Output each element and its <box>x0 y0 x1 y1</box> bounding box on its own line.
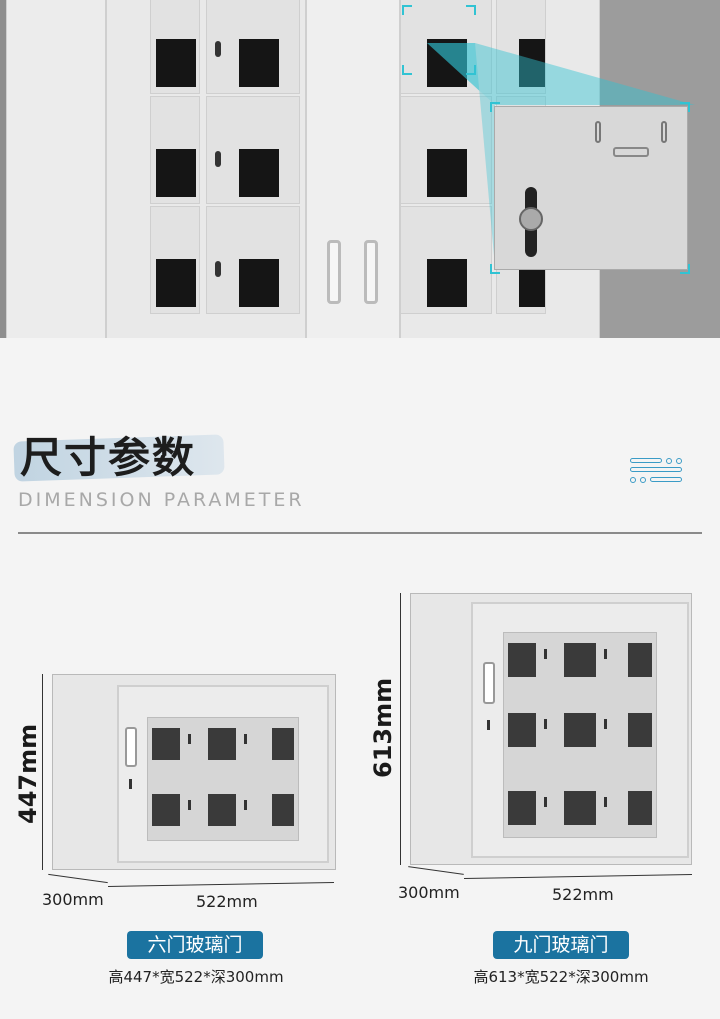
list-menu-icon <box>630 458 686 488</box>
hero-product-photo <box>0 0 720 338</box>
height-label: 447mm <box>14 723 42 824</box>
product-spec: 高447*宽522*深300mm <box>108 968 284 986</box>
section-title: 尺寸参数 <box>20 433 197 482</box>
width-label: 522mm <box>196 892 258 911</box>
product-name-badge: 六门玻璃门 <box>127 931 263 959</box>
door-handle <box>483 662 495 704</box>
door-handle <box>327 240 341 304</box>
nine-door-cabinet-image <box>410 593 692 865</box>
door-handle <box>364 240 378 304</box>
width-label: 522mm <box>552 885 614 904</box>
depth-label: 300mm <box>398 883 460 902</box>
six-door-cabinet-image <box>52 674 336 870</box>
door-handle <box>125 727 137 767</box>
section-subtitle: DIMENSION PARAMETER <box>18 489 305 511</box>
depth-label: 300mm <box>42 890 104 909</box>
zoom-highlight-beam <box>427 43 695 267</box>
product-name-badge: 九门玻璃门 <box>493 931 629 959</box>
lock-detail-callout <box>494 106 688 270</box>
locker-grid-left <box>150 0 310 338</box>
divider <box>18 532 702 534</box>
height-label: 613mm <box>369 677 397 778</box>
product-spec: 高613*宽522*深300mm <box>473 968 649 986</box>
